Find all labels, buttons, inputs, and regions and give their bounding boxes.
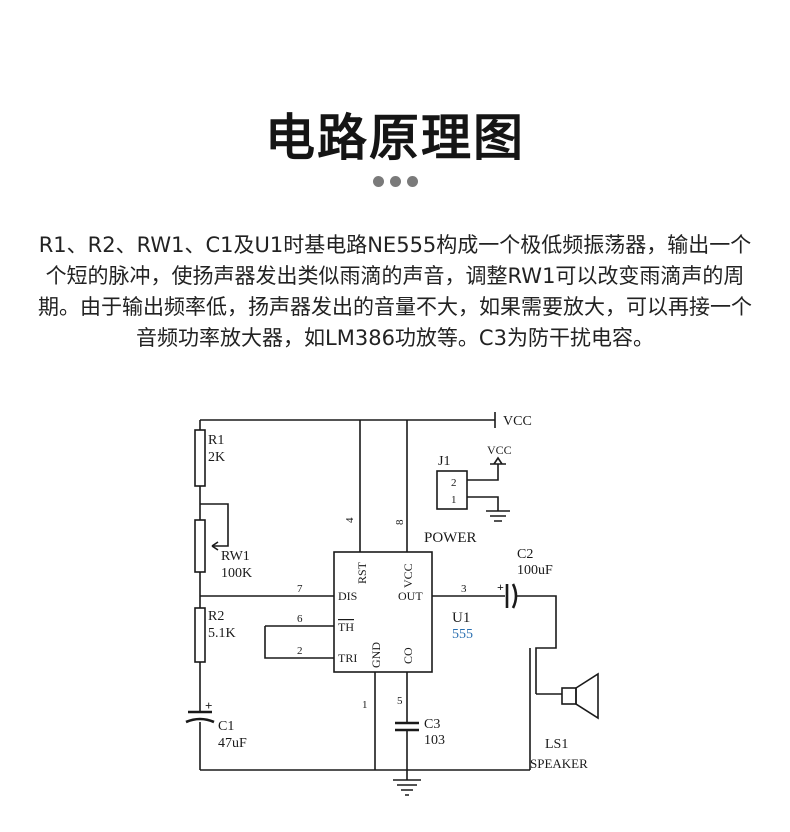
- ls1-label: SPEAKER: [530, 756, 588, 771]
- r2-value: 5.1K: [208, 626, 236, 641]
- rw1-wiper: [200, 503, 229, 547]
- pin-number-2: 2: [297, 645, 303, 657]
- pin-number-6: 6: [297, 613, 303, 625]
- j1-pin2-wire: [467, 464, 499, 481]
- r2-body: [194, 607, 206, 663]
- pin-label-dis: DIS: [338, 589, 357, 603]
- j1-ref: J1: [438, 454, 450, 469]
- j1-pin1: 1: [451, 494, 457, 506]
- j1-pin1-wire: [467, 496, 499, 511]
- circuit-description: R1、R2、RW1、C1及U1时基电路NE555构成一个极低频振荡器，输出一个个…: [38, 233, 752, 350]
- c3-value: 103: [424, 733, 445, 748]
- divider-dot: [389, 176, 401, 187]
- c1-polarity: +: [205, 698, 212, 713]
- c1-plate-bottom: [185, 717, 215, 724]
- c2-polarity: +: [497, 580, 504, 594]
- divider-dot: [406, 176, 418, 187]
- page-title: 电路原理图: [265, 109, 525, 167]
- th-tri-wire: [264, 625, 334, 659]
- c1-ref: C1: [218, 719, 234, 734]
- pin-number-5: 5: [397, 695, 403, 707]
- divider-dot: [372, 176, 384, 187]
- pin-label-th: TH: [338, 620, 354, 634]
- ls1-ref: LS1: [545, 737, 568, 752]
- pin-number-4: 4: [344, 517, 356, 523]
- ic-555-body: [333, 551, 433, 673]
- pin-label-rst: RST: [355, 561, 369, 584]
- pin-number-1: 1: [362, 699, 368, 711]
- j1-body: [436, 470, 468, 510]
- pin-number-7: 7: [297, 583, 303, 595]
- pin-label-co: CO: [401, 647, 415, 664]
- speaker-cone: [575, 672, 599, 720]
- pin-label-tri: TRI: [338, 651, 357, 665]
- c2-ref: C2: [517, 547, 533, 562]
- c2-value: 100uF: [517, 563, 553, 578]
- r1-value: 2K: [208, 450, 225, 465]
- pin-number-8: 8: [394, 519, 406, 525]
- pin-label-out: OUT: [398, 589, 423, 603]
- pin-number-3: 3: [461, 583, 467, 595]
- vcc-label: VCC: [503, 414, 532, 429]
- speaker-wire: [529, 648, 562, 770]
- j1-ground: [486, 510, 510, 522]
- circuit-schematic: VCC R1 2K RW1 100K R2 5.1K + C1 47uF 7 6…: [185, 412, 599, 796]
- r1-ref: R1: [208, 433, 224, 448]
- pin-label-vcc: VCC: [401, 563, 415, 588]
- c3-ref: C3: [424, 717, 440, 732]
- title-divider-dots: [0, 176, 790, 187]
- rw1-body: [194, 519, 206, 573]
- j1-pin2: 2: [451, 477, 457, 489]
- j1-vcc-label: VCC: [487, 443, 512, 457]
- power-label: POWER: [424, 530, 477, 546]
- u1-part: 555: [452, 627, 473, 642]
- rw1-value: 100K: [221, 566, 252, 581]
- speaker-magnet: [561, 687, 577, 705]
- r2-ref: R2: [208, 609, 224, 624]
- c1-value: 47uF: [218, 736, 247, 751]
- ground-symbol: [393, 770, 421, 796]
- rw1-ref: RW1: [221, 549, 250, 564]
- pin-label-gnd: GND: [369, 642, 383, 668]
- j1-vcc-arrow: [490, 456, 506, 465]
- u1-ref: U1: [452, 610, 470, 626]
- r1-body: [194, 429, 206, 487]
